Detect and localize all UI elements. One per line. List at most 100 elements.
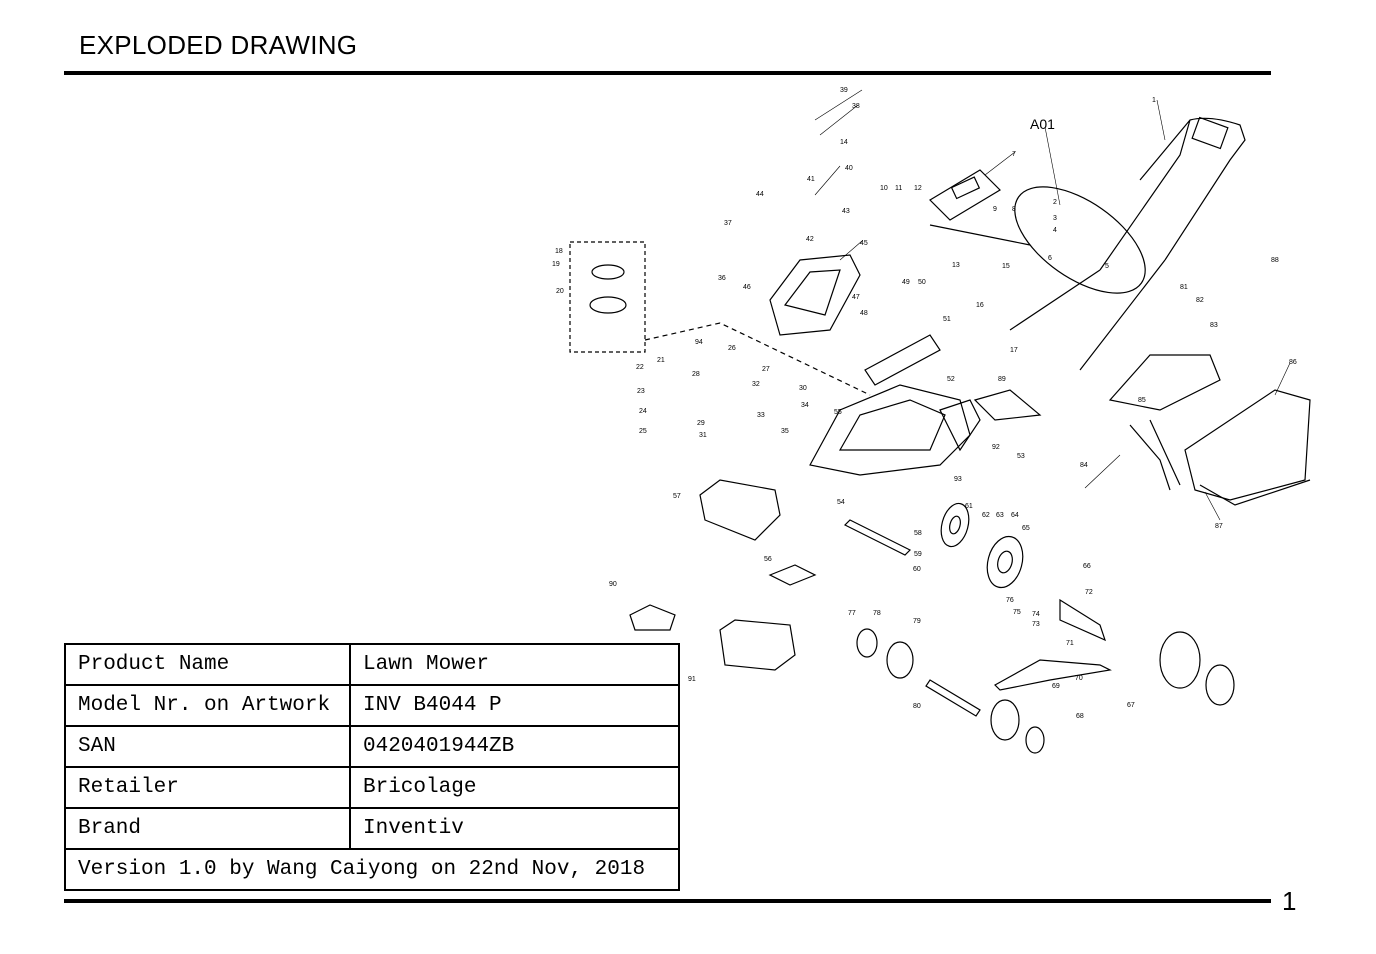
assembly-label: A01 [1030,116,1055,132]
part-label: 11 [895,185,902,192]
table-row: Model Nr. on Artwork INV B4044 P [64,684,680,727]
part-label: 26 [728,345,736,352]
part-label: 38 [852,103,860,110]
assembly-a01-outline [1014,186,1146,294]
table-cell-value: INV B4044 P [349,684,680,727]
part-label: 80 [913,703,921,710]
part-label: 87 [1215,523,1223,530]
part-label: 43 [842,208,850,215]
part-label: 14 [840,139,848,146]
part-label: 58 [914,530,922,537]
part-label: 82 [1196,297,1204,304]
part-label: 69 [1052,683,1060,690]
part-label: 8 [1012,206,1016,213]
part-label: 66 [1083,563,1091,570]
table-cell-label: Brand [64,807,351,850]
part-label: 51 [943,316,951,323]
part-label: 10 [880,185,888,192]
grass-bag-frame [1199,479,1311,506]
part-label: 74 [1032,611,1040,618]
part-label: 45 [860,240,868,247]
part-label: 68 [1076,713,1084,720]
part-label: 16 [976,302,984,309]
battery-cover-window [950,176,981,200]
top-divider [64,71,1271,75]
part-label: 32 [752,381,760,388]
part-label: 19 [552,261,560,268]
part-label: 7 [1012,151,1016,158]
part-label: 23 [637,388,645,395]
part-label: 60 [913,566,921,573]
part-label: 33 [757,412,765,419]
part-label: 28 [692,371,700,378]
part-label: 37 [724,220,732,227]
part-label: 15 [1002,263,1010,270]
part-label: 81 [1180,284,1188,291]
part-label: 84 [1080,462,1088,469]
cable-bag [768,564,817,586]
part-label: 64 [1011,512,1019,519]
part-label: 85 [1138,397,1146,404]
upper-housing [769,254,861,336]
part-label: 89 [998,376,1006,383]
part-label: 77 [848,610,856,617]
part-label: 18 [555,248,563,255]
rear-wheel-left [940,502,970,548]
part-label: 73 [1032,621,1040,628]
part-label: 13 [952,262,960,269]
part-label: 39 [840,87,848,94]
battery-pack [629,604,676,631]
part-label: 21 [657,357,665,364]
front-wheel-78 [886,641,914,679]
part-label: 47 [852,294,860,301]
table-cell-label: Product Name [64,643,351,686]
part-label: 63 [996,512,1004,519]
part-label: 91 [688,676,696,683]
part-label: 55 [834,409,842,416]
table-cell-value: Inventiv [349,807,680,850]
rear-flap-frame [1129,419,1181,491]
part-label: 76 [1006,597,1014,604]
part-label: 86 [1289,359,1297,366]
product-info-table: Product Name Lawn Mower Model Nr. on Art… [64,643,680,891]
axle-rod [929,224,1031,246]
grass-bag [1184,389,1311,501]
handle-lower-tube [1009,259,1166,371]
part-label: 25 [639,428,647,435]
part-label: 49 [902,279,910,286]
front-wheel-lower [990,699,1020,741]
part-label: 5 [1105,263,1109,270]
table-row: SAN 0420401944ZB [64,725,680,768]
table-cell-value: Bricolage [349,766,680,809]
blade [843,519,912,556]
rear-wheel-lower-hub [1205,664,1235,706]
part-label: 65 [1022,525,1030,532]
bottom-divider [64,899,1271,903]
part-label: 71 [1066,640,1074,647]
table-row: Product Name Lawn Mower [64,643,680,686]
part-label: 70 [1075,675,1083,682]
part-label: 75 [1013,609,1021,616]
part-label: 94 [695,339,703,346]
front-bumper [699,479,781,541]
spool-bottom [589,296,627,314]
part-label: 3 [1053,215,1057,222]
part-label: 93 [954,476,962,483]
part-label: 78 [873,610,881,617]
part-label: 22 [636,364,644,371]
battery-cover [929,169,1001,221]
mulch-plug [973,389,1042,421]
part-label: 34 [801,402,809,409]
exploded-drawing: A01 1 2 3 4 5 6 7 8 9 10 11 12 13 14 15 … [540,80,1320,770]
upper-housing-inner [783,269,841,316]
part-label: 92 [992,444,1000,451]
front-wheel-lower-hub [1025,726,1045,754]
handle-control-box [1191,116,1229,150]
table-row: Brand Inventiv [64,807,680,850]
part-label: 83 [1210,322,1218,329]
part-label: 61 [965,503,973,510]
part-label: 41 [807,176,815,183]
page-title: EXPLODED DRAWING [79,30,358,60]
front-axle [925,679,981,717]
front-wheel-77 [856,628,878,658]
